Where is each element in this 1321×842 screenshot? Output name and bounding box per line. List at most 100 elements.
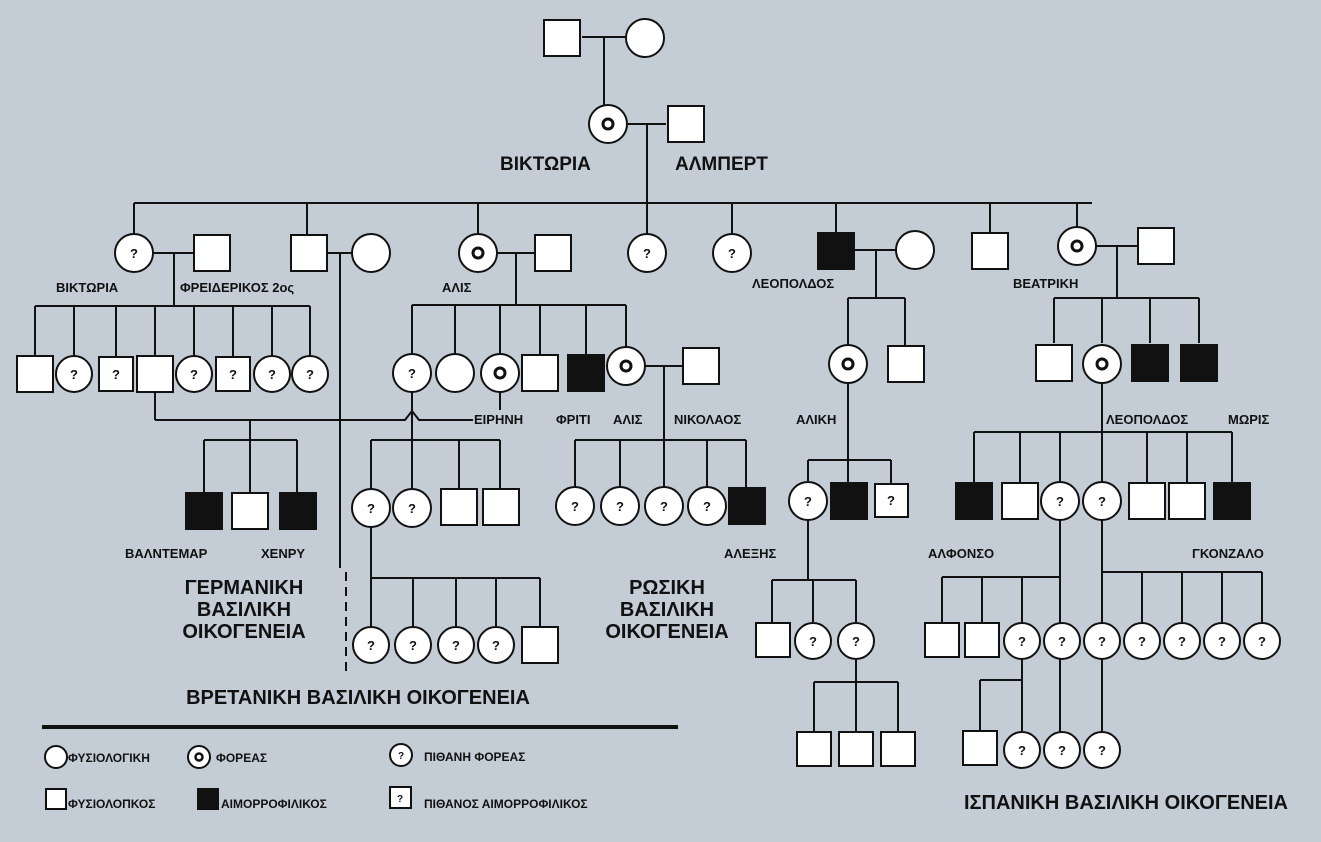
svg-text:?: ? (1258, 634, 1266, 649)
legend-normal-female-label: ΦΥΣΙΟΛΟΓΙΚΗ (68, 751, 150, 765)
label-leopold: ΛΕΟΠΟΛΔΟΣ (752, 276, 834, 291)
female-possible-carrier: ? (351, 488, 391, 528)
male-hemophiliac (1180, 344, 1218, 382)
label-alfonso: ΑΛΦΟΝΣΟ (928, 546, 994, 561)
svg-text:?: ? (408, 366, 416, 381)
label-friti: ΦΡΙΤΙ (556, 412, 591, 427)
svg-text:?: ? (70, 367, 78, 382)
svg-text:?: ? (804, 494, 812, 509)
svg-text:?: ? (1018, 634, 1026, 649)
label-aliki: ΑΛΙΚΗ (796, 412, 836, 427)
svg-text:?: ? (408, 501, 416, 516)
female-possible-carrier: ? (1083, 622, 1121, 660)
female-normal (435, 353, 475, 393)
male-normal (1137, 227, 1175, 265)
german-family-line-3: ΟΙΚΟΓΕΝΕΙΑ (182, 621, 305, 643)
male-normal (521, 354, 559, 392)
svg-text:?: ? (1098, 494, 1106, 509)
female-possible-carrier: ? (712, 233, 752, 273)
female-possible-carrier: ? (437, 626, 475, 664)
svg-text:?: ? (852, 634, 860, 649)
legend: ΦΥΣΙΟΛΟΓΙΚΗ ΦΟΡΕΑΣ ? ΠΙΘΑΝΗ ΦΟΡΕΑΣ ΦΥΣΙΟ… (44, 743, 588, 811)
male-normal (521, 626, 559, 664)
legend-carrier-label: ΦΟΡΕΑΣ (216, 751, 267, 765)
female-possible-carrier: ? (1123, 622, 1161, 660)
female-carrier (1082, 344, 1122, 384)
legend-possible-hemophiliac-icon: ? (389, 786, 412, 809)
male-normal (16, 355, 54, 393)
female-carrier (606, 346, 646, 386)
label-victoria-jr: ΒΙΚΤΩΡΙΑ (56, 280, 119, 295)
svg-text:?: ? (703, 499, 711, 514)
legend-possible-hemophiliac-label: ΠΙΘΑΝΟΣ ΑΙΜΟΡΡΟΦΙΛΙΚΟΣ (424, 797, 588, 811)
female-possible-carrier: ? (1043, 622, 1081, 660)
male-hemophiliac (830, 482, 868, 520)
legend-normal-male-label: ΦΥΣΙΟΛΟΠΚΟΣ (68, 797, 155, 811)
male-normal (1035, 344, 1073, 382)
female-carrier (588, 104, 628, 144)
female-possible-carrier: ? (392, 353, 432, 393)
legend-normal-female-icon (44, 745, 68, 769)
female-possible-carrier: ? (600, 486, 640, 526)
female-possible-carrier: ? (1082, 481, 1122, 521)
svg-text:?: ? (1018, 743, 1026, 758)
male-normal (887, 345, 925, 383)
female-possible-carrier: ? (1040, 481, 1080, 521)
label-nicholas: ΝΙΚΟΛΑΟΣ (674, 412, 741, 427)
russian-family-line-3: ΟΙΚΟΓΕΝΕΙΑ (605, 621, 728, 643)
svg-text:?: ? (1098, 634, 1106, 649)
male-hemophiliac (1213, 482, 1251, 520)
svg-text:?: ? (190, 367, 198, 382)
male-normal (682, 347, 720, 385)
male-normal (482, 488, 520, 526)
female-possible-carrier: ? (1043, 731, 1081, 769)
female-possible-carrier: ? (1003, 731, 1041, 769)
male-normal (755, 622, 791, 658)
male-normal (838, 731, 874, 767)
svg-text:?: ? (1218, 634, 1226, 649)
svg-text:?: ? (229, 367, 237, 382)
svg-text:?: ? (616, 499, 624, 514)
male-normal (796, 731, 832, 767)
svg-text:?: ? (571, 499, 579, 514)
male-normal (964, 622, 1000, 658)
label-alexis: ΑΛΕΞΗΣ (724, 546, 776, 561)
male-normal (1001, 482, 1039, 520)
svg-text:?: ? (112, 367, 120, 382)
female-normal (895, 230, 935, 270)
label-alix: ΑΛΙΣ (613, 412, 643, 427)
male-hemophiliac (728, 487, 766, 525)
male-normal (440, 488, 478, 526)
male-normal (924, 622, 960, 658)
svg-text:?: ? (452, 638, 460, 653)
male-normal (880, 731, 916, 767)
female-possible-carrier: ? (794, 622, 832, 660)
female-possible-carrier: ? (837, 622, 875, 660)
name-labels: ΒΙΚΤΩΡΙΑ ΑΛΜΠΕΡΤ ΒΙΚΤΩΡΙΑ ΦΡΕΙΔΕΡΙΚΟΣ 2ο… (56, 154, 1270, 561)
female-possible-carrier: ? (394, 626, 432, 664)
svg-text:?: ? (1058, 743, 1066, 758)
male-normal (136, 355, 174, 393)
label-gonzalo: ΓΚΟΝΖΑΛΟ (1192, 546, 1264, 561)
label-leopold-2: ΛΕΟΠΟΛΔΟΣ (1106, 412, 1188, 427)
svg-text:?: ? (660, 499, 668, 514)
svg-text:?: ? (887, 493, 895, 508)
male-hemophiliac (567, 354, 605, 392)
female-carrier (828, 344, 868, 384)
female-carrier (458, 233, 498, 273)
legend-possible-carrier-label: ΠΙΘΑΝΗ ΦΟΡΕΑΣ (424, 750, 525, 764)
male-normal (231, 492, 269, 530)
male-hemophiliac (279, 492, 317, 530)
male-hemophiliac (1131, 344, 1169, 382)
female-possible-carrier: ? (352, 626, 390, 664)
svg-text:?: ? (1138, 634, 1146, 649)
legend-hemophiliac-icon (197, 788, 219, 810)
female-possible-carrier: ? (627, 233, 667, 273)
label-beatrice: ΒΕΑΤΡΙΚΗ (1013, 276, 1078, 291)
svg-text:?: ? (409, 638, 417, 653)
male-normal (193, 234, 231, 272)
pedigree-lines (34, 36, 1263, 733)
female-possible-carrier: ? (1003, 622, 1041, 660)
female-possible-carrier: ? (1163, 622, 1201, 660)
